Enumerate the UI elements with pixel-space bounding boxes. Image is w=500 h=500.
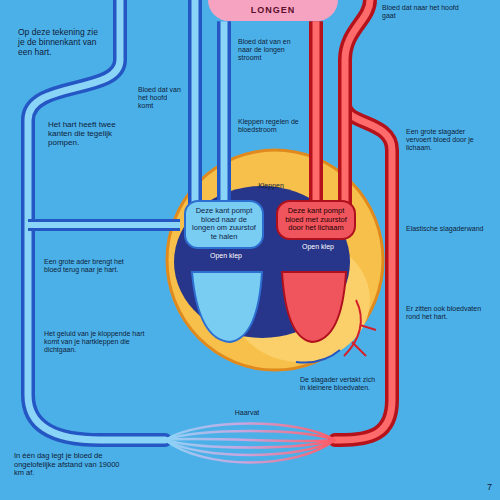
blue-ventricle [192,272,262,342]
node-text: Deze kant pompt bloed naar de longen om … [191,207,257,242]
artery-wall [345,0,370,205]
valve-label: Kleppen [248,182,294,190]
vessel-label: Bloed dat naar het hoofd gaat [382,4,462,20]
artery-blood [345,0,370,205]
vein-blood [28,222,180,228]
artery-wall-label: Elastische slagaderwand [406,225,486,233]
blood-vessel-connector [316,21,317,200]
capillary [165,439,335,441]
aorta [345,0,370,205]
coronary-vessels [296,300,376,363]
node-text: LONGEN [212,5,334,15]
vein-wall [28,219,180,231]
capillaries [165,424,335,463]
coronary-vein [296,350,340,363]
node-text: Deze kant pompt bloed met zuurstof door … [283,207,349,233]
vein-blood [192,0,199,205]
vein-branch [28,225,180,226]
valve-label: Kleppen regelen de bloedstroom [238,118,304,134]
artery-label: Een grote slagader vervoert bloed door j… [406,128,492,152]
fact-note: In één dag legt je bloed de ongelofelijk… [14,452,126,478]
capillary-note: De slagader vertakt zich in kleinere blo… [300,376,380,392]
coronary-artery [344,300,376,356]
note: Het geluid van je kloppende hart komt va… [44,330,152,354]
capillary [165,440,335,448]
capillary [165,440,335,463]
capillary-label: Haarvat [226,409,268,417]
red-ventricle [282,272,346,342]
blood-vessel-connector [224,21,225,200]
coronary-label: Er zitten ook bloedvaten rond het hart. [406,305,492,321]
vessel-wall [309,21,323,200]
note: Het hart heeft twee kanten die tegelijk … [48,120,140,148]
vessel-label: Bloed dat van en naar de longen stroomt [238,38,304,62]
vein-label: Een grote ader brengt het bloed terug na… [44,258,136,274]
blue-chamber: Deze kant pompt bloed naar de longen om … [184,200,264,249]
head-vein [195,0,196,205]
page-number: 7 [476,482,492,492]
vein-wall [188,0,202,205]
vessel-blood [221,21,228,200]
capillary [165,424,335,441]
intro-note: Op deze tekening zie je de binnenkant va… [18,28,106,57]
red-chamber: Deze kant pompt bloed met zuurstof door … [276,200,356,240]
valve-label: Open klep [198,252,254,260]
lungs-shape: LONGEN [208,0,338,21]
vessel-wall [217,21,231,200]
vessel-blood [313,21,320,200]
vessel-label: Bloed dat van het hoofd komt [138,86,184,110]
valve-label: Open klep [290,243,346,251]
